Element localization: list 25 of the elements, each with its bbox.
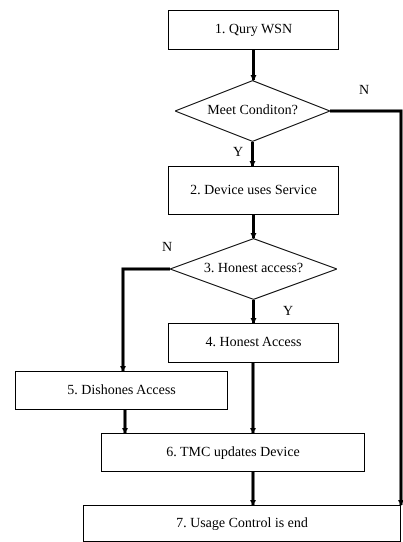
process-box: [15, 371, 228, 410]
arrow: [250, 472, 256, 506]
arrow: [120, 268, 170, 372]
node-text: 3. Honest access?: [204, 261, 304, 277]
node-text: Meet Conditon?: [207, 103, 298, 119]
process-box: [101, 433, 365, 472]
node-text: 6. TMC updates Device: [166, 444, 300, 460]
process-box: [83, 505, 401, 542]
node-text: 2. Device uses Service: [190, 182, 317, 198]
arrow: [250, 215, 256, 239]
node-text: 1. Qury WSN: [214, 22, 292, 38]
decision-diamond: [170, 238, 337, 300]
process-box: [168, 166, 339, 215]
arrow: [250, 142, 256, 167]
arrow: [250, 300, 256, 324]
process-box: [168, 10, 339, 50]
node-text: 4. Honest Access: [205, 335, 302, 351]
arrow: [122, 410, 128, 434]
arrow: [250, 50, 256, 81]
decision-diamond: [175, 80, 330, 142]
node-text: 5. Dishones Access: [67, 382, 176, 398]
arrow: [250, 363, 256, 434]
arrow: [330, 110, 403, 506]
node-text: 7. Usage Control is end: [176, 516, 308, 532]
process-box: [168, 323, 339, 363]
